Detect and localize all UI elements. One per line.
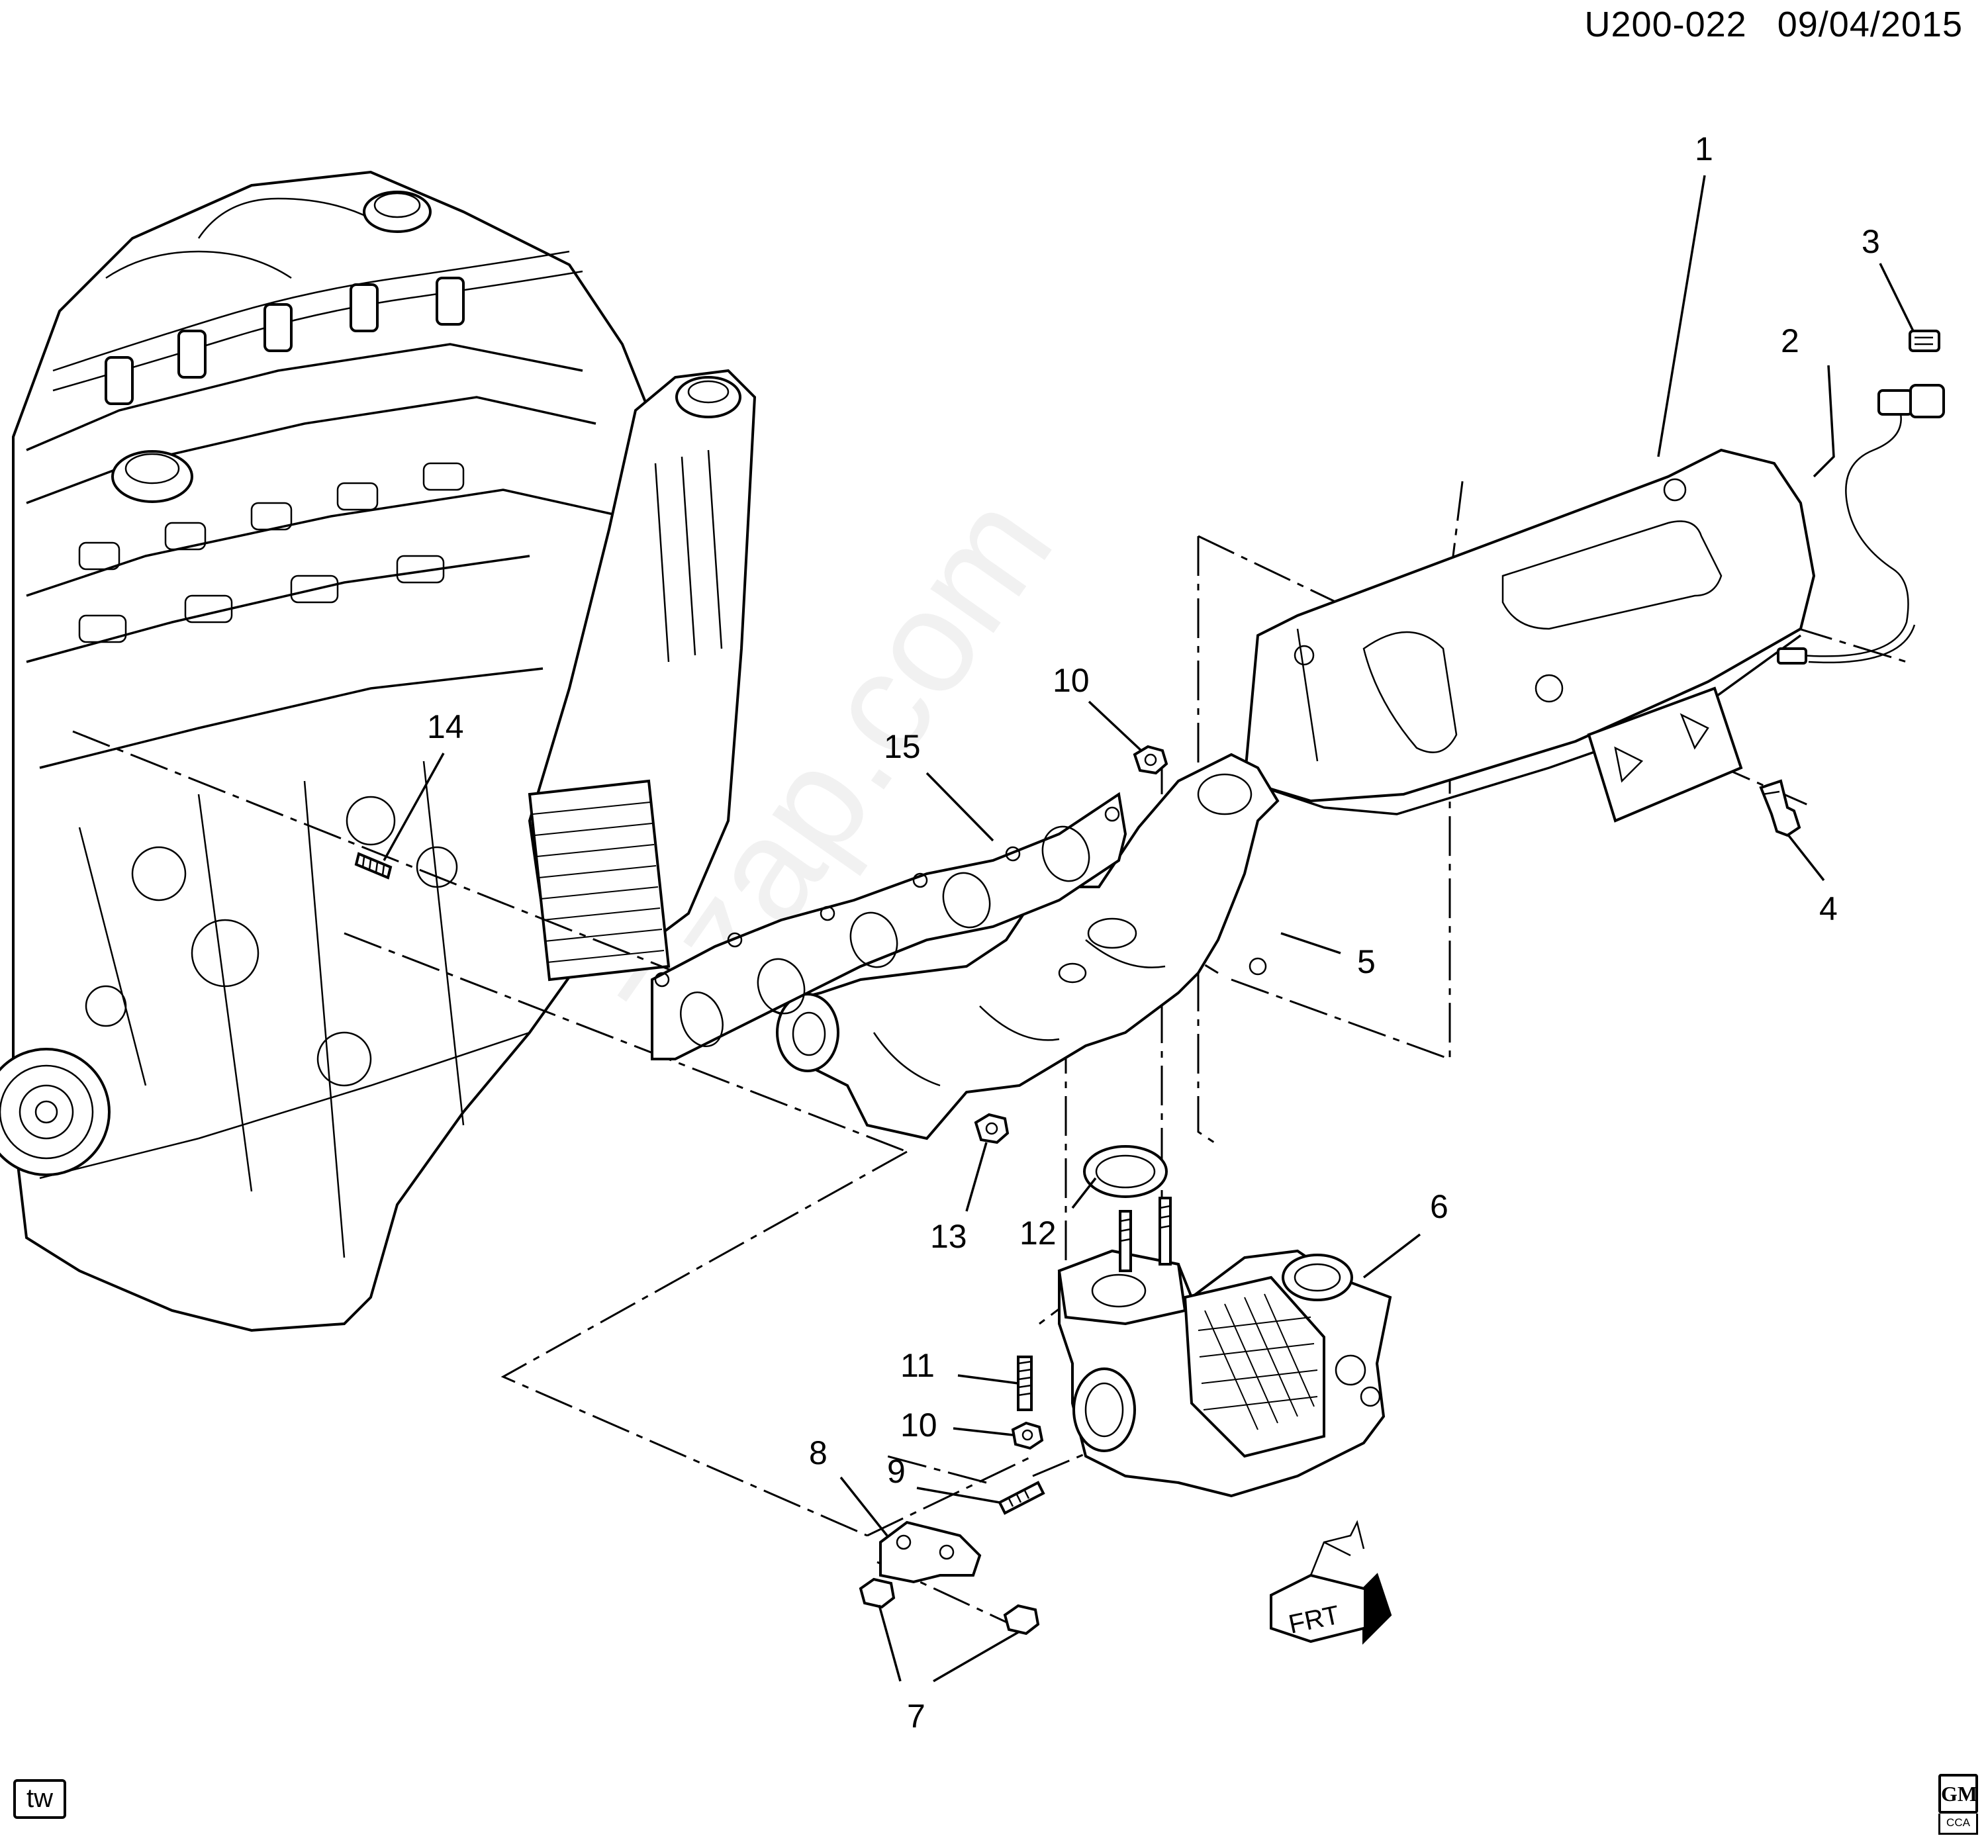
callout-10-lower: 10 bbox=[900, 1407, 937, 1444]
callout-15: 15 bbox=[884, 728, 921, 765]
leader-lines bbox=[383, 175, 1915, 1683]
exhaust-manifold-gasket bbox=[651, 792, 1127, 1060]
upper-nut bbox=[1133, 745, 1168, 775]
gm-logo-cca: CCA bbox=[1938, 1814, 1978, 1835]
diagram-date: 09/04/2015 bbox=[1777, 5, 1963, 44]
callout-4: 4 bbox=[1819, 890, 1838, 927]
exhaust-temp-sensor bbox=[1777, 330, 1945, 665]
callout-3: 3 bbox=[1862, 223, 1880, 260]
turbo-seal-ring bbox=[1083, 1145, 1168, 1198]
callout-14: 14 bbox=[427, 708, 464, 745]
turbocharger bbox=[1057, 1197, 1392, 1498]
heat-shield bbox=[1243, 448, 1816, 823]
front-direction-arrow: FRT bbox=[1270, 1520, 1392, 1645]
manifold-stud bbox=[354, 852, 393, 880]
engine-assembly bbox=[0, 170, 757, 1332]
callout-13: 13 bbox=[930, 1218, 967, 1255]
callout-5: 5 bbox=[1357, 943, 1376, 980]
turbo-stud bbox=[1017, 1356, 1033, 1411]
lower-nut bbox=[1011, 1421, 1044, 1450]
tw-badge: tw bbox=[13, 1779, 66, 1819]
callout-6: 6 bbox=[1430, 1188, 1448, 1225]
bracket-bolts bbox=[859, 1577, 1040, 1636]
callout-2: 2 bbox=[1781, 322, 1799, 359]
diagram-header: U200-022 09/04/2015 bbox=[1565, 4, 1963, 45]
callout-9: 9 bbox=[887, 1453, 906, 1490]
callout-11: 11 bbox=[900, 1347, 935, 1384]
manifold-nut bbox=[974, 1113, 1010, 1144]
callout-8: 8 bbox=[809, 1434, 828, 1471]
bracket-stud bbox=[998, 1481, 1045, 1515]
gm-logo: GM CCA bbox=[1938, 1774, 1978, 1837]
turbo-bracket bbox=[879, 1520, 982, 1584]
gm-logo-mark: GM bbox=[1938, 1774, 1978, 1814]
callout-1: 1 bbox=[1695, 130, 1713, 167]
diagram-code: U200-022 bbox=[1584, 5, 1747, 44]
callout-12: 12 bbox=[1019, 1215, 1057, 1252]
callout-7: 7 bbox=[907, 1698, 925, 1735]
callout-10-upper: 10 bbox=[1053, 662, 1090, 699]
callout-labels: 1 2 3 4 5 6 7 8 9 10 10 11 12 13 14 15 bbox=[427, 130, 1880, 1735]
heat-shield-bolt bbox=[1759, 779, 1801, 837]
exhaust-manifold bbox=[776, 753, 1280, 1140]
